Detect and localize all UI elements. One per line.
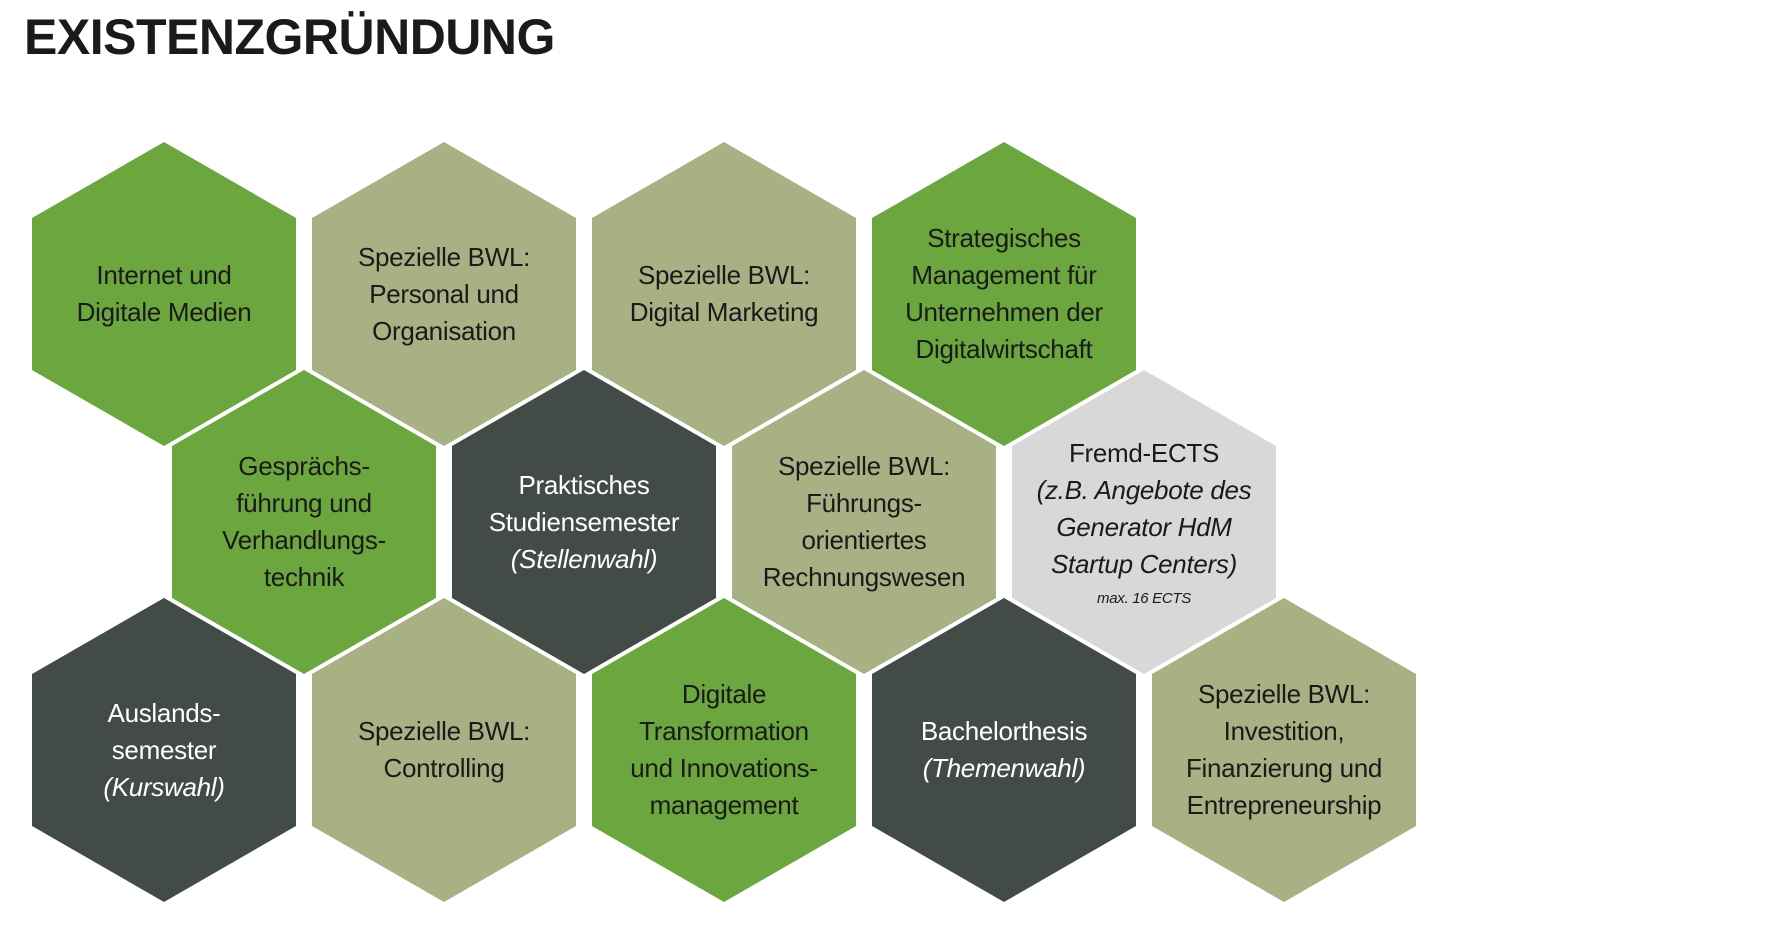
module-label-line: Unternehmen der xyxy=(905,297,1103,327)
module-label-line: Spezielle BWL: xyxy=(1197,679,1371,709)
module-label-line: max. 16 ECTS xyxy=(1097,590,1191,607)
module-hexagon-auslandssemester: Auslands-semester (Kurswahl) xyxy=(32,598,296,902)
module-label-line: Spezielle BWL: xyxy=(637,260,811,290)
module-label-line: (Kurswahl) xyxy=(103,771,225,802)
module-label-line: Investition, xyxy=(1223,716,1345,746)
module-label-line: Verhandlungs- xyxy=(222,525,386,555)
module-label-line: Organisation xyxy=(372,315,516,346)
module-label-line: führung und xyxy=(236,488,372,518)
module-label: Bachelorthesis (Themenwahl) xyxy=(872,713,1136,787)
module-label-line: und Innovations- xyxy=(630,753,818,783)
module-label: Spezielle BWL: Investition, Finanzierung u… xyxy=(1152,676,1416,824)
module-label-line: Rechnungswesen xyxy=(762,562,966,592)
module-hexagon-spezielle-bwl-controlling: Spezielle BWL: Controlling xyxy=(312,598,576,902)
module-label-line: Finanzierung und xyxy=(1185,753,1383,783)
module-label: Spezielle BWL: Digital Marketing xyxy=(592,257,856,331)
module-label-line: Praktisches xyxy=(518,469,650,500)
module-label-line: Controlling xyxy=(383,753,505,783)
module-label-line: Transformation xyxy=(639,716,809,746)
module-label-line: Fremd-ECTS xyxy=(1068,438,1220,468)
module-hexagon-bachelorthesis: Bachelorthesis (Themenwahl) xyxy=(872,598,1136,902)
module-label-line: Digitalwirtschaft xyxy=(915,334,1093,364)
module-label-line: Entrepreneurship xyxy=(1186,790,1382,820)
module-hexagon-spezielle-bwl-investition-finanzierung-entrepreneurship: Spezielle BWL: Investition, Finanzierung u… xyxy=(1152,598,1416,902)
module-label-line: management xyxy=(649,790,799,820)
module-label-line: Digital Marketing xyxy=(629,297,819,327)
module-label-line: Führungs- xyxy=(806,488,922,518)
diagram-title: EXISTENZGRÜNDUNG xyxy=(24,9,555,65)
module-label-line: Digitale xyxy=(681,679,767,709)
module-label-line: Internet und xyxy=(96,260,232,290)
module-label-line: (z.B. Angebote des xyxy=(1036,475,1252,505)
module-label: Spezielle BWL: Controlling xyxy=(312,713,576,787)
module-label-line: Gesprächs- xyxy=(238,451,370,481)
module-label-line: orientiertes xyxy=(801,525,927,555)
module-label-line: Generator HdM xyxy=(1056,512,1232,542)
module-label: Auslands-semester (Kurswahl) xyxy=(32,695,296,806)
module-label-line: technik xyxy=(263,562,345,592)
module-label-line: semester xyxy=(111,734,217,765)
module-label-line: Bachelorthesis xyxy=(920,716,1088,746)
module-label-line: Strategisches xyxy=(927,223,1081,253)
module-label-line: Spezielle BWL: xyxy=(357,716,531,746)
module-label-line: (Themenwahl) xyxy=(922,753,1086,783)
module-label-line: Spezielle BWL: xyxy=(777,451,951,481)
module-label-line: Digitale Medien xyxy=(76,297,252,327)
module-label-line: (Stellenwahl) xyxy=(510,543,658,574)
module-label-line: Management für xyxy=(911,260,1097,290)
module-label-line: Studiensemester xyxy=(488,506,680,537)
module-label-line: Spezielle BWL: xyxy=(357,241,531,272)
module-label-line: Auslands- xyxy=(107,697,221,728)
module-label-line: Personal und xyxy=(369,278,519,309)
module-label-line: Startup Centers) xyxy=(1051,549,1237,579)
